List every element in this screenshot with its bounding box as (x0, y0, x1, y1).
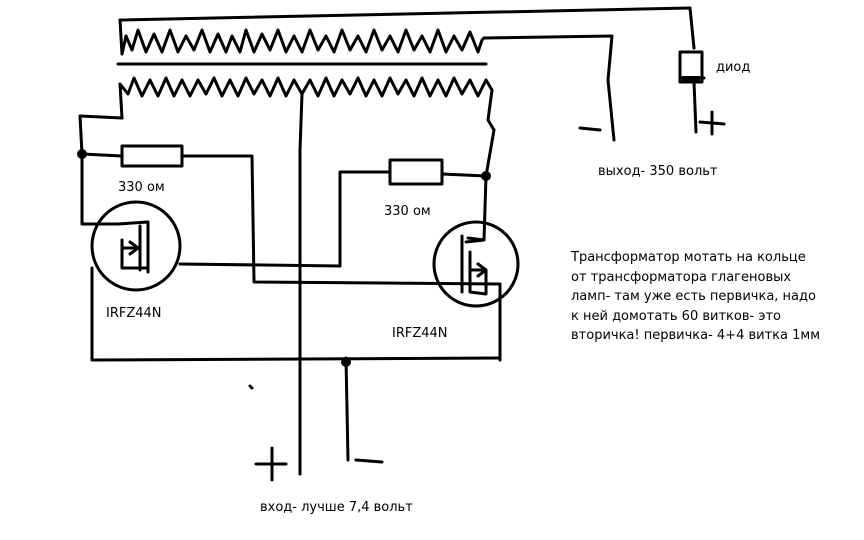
left-node-wire (82, 154, 122, 156)
right-drain-wire (466, 176, 486, 242)
resistor-right (390, 160, 442, 184)
transistor-right-label: IRFZ44N (392, 326, 448, 341)
primary-winding (120, 78, 494, 130)
mosfet-right-internals (462, 236, 486, 294)
note-line: от трансформатора глагеновых (571, 269, 792, 285)
diode-label: диод (716, 60, 751, 75)
mosfet-left-internals (118, 222, 148, 272)
right-resistor-wires (340, 172, 486, 266)
resistor-right-label: 330 ом (384, 204, 431, 219)
mosfet-left-gate-wire (180, 264, 340, 266)
primary-left-lead (80, 116, 122, 154)
center-tap-wire (300, 94, 302, 474)
note-line: к ней домотать 60 витков- это (571, 308, 781, 324)
transistor-left-label: IRFZ44N (106, 306, 162, 321)
secondary-lead-minus (484, 8, 694, 140)
stray-minus-mark (250, 386, 252, 388)
note-line: вторичка! первичка- 4+4 витка 1мм (571, 328, 820, 343)
output-label: выход- 350 вольт (598, 164, 718, 179)
in-plus-mark (256, 448, 286, 480)
note-line: Трансформатор мотать на кольце (571, 250, 806, 265)
mosfet-left-body (92, 202, 180, 290)
input-label: вход- лучше 7,4 вольт (260, 500, 413, 515)
resistor-left-label: 330 ом (118, 180, 165, 195)
in-minus-mark (356, 460, 382, 462)
note-line: ламп- там уже есть первичка, надо (571, 289, 816, 304)
mosfet-right-body (434, 222, 518, 306)
winding-note: Трансформатор мотать на кольце от трансф… (571, 248, 831, 346)
resistor-left (122, 146, 182, 166)
left-resistor-to-cross (182, 156, 500, 284)
out-minus-mark (580, 128, 600, 130)
secondary-winding (120, 8, 690, 54)
minus-input-wire (346, 358, 348, 460)
left-drain-wire (82, 154, 118, 224)
diode-output-lead (694, 82, 696, 132)
junction-left (77, 149, 87, 159)
ground-bus (92, 358, 500, 360)
junction-ground (341, 357, 351, 367)
primary-right-lead (486, 130, 494, 176)
junction-right (481, 171, 491, 181)
diode-fill (682, 76, 700, 82)
out-plus-mark (700, 112, 724, 134)
